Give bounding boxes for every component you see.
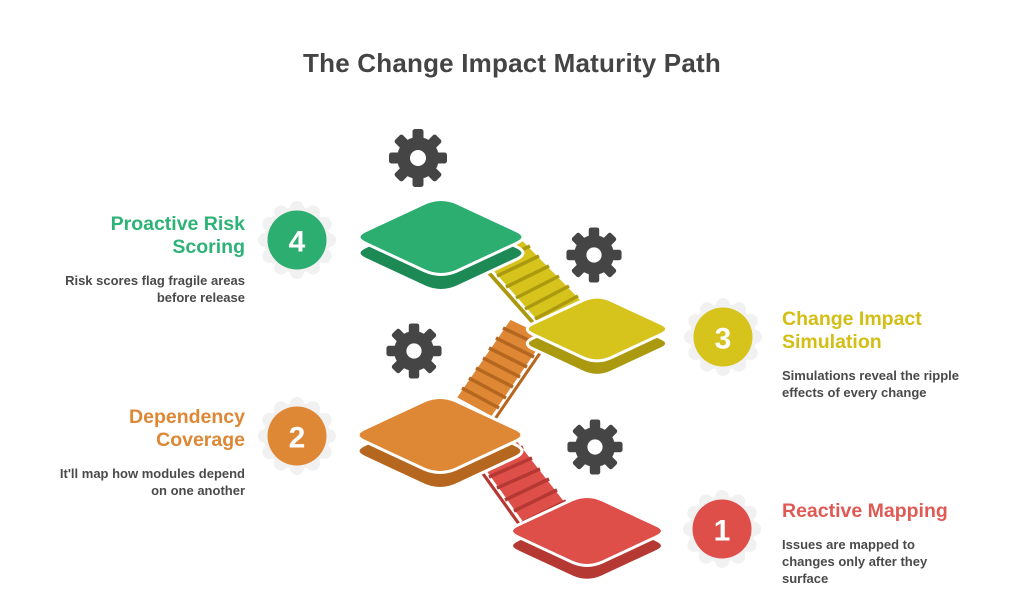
step-number: 3 (715, 323, 732, 356)
step-number: 2 (289, 422, 306, 455)
step-label: Change Impact Simulation (782, 308, 922, 353)
step-description: It'll map how modules depend on one anot… (59, 466, 245, 499)
gear-icon (389, 129, 447, 187)
step-description: Issues are mapped to changes only after … (782, 537, 928, 587)
gear-icon (567, 419, 623, 475)
step-description: Risk scores flag fragile areas before re… (65, 273, 245, 306)
stairs-orange (452, 316, 551, 426)
step-item-4: Proactive Risk Scoring Risk scores flag … (57, 213, 245, 306)
step-number: 4 (289, 226, 306, 259)
step-item-1: Reactive Mapping Issues are mapped to ch… (782, 500, 970, 587)
step-item-2: Dependency Coverage It'll map how module… (57, 406, 245, 499)
step-label: Reactive Mapping (782, 500, 948, 522)
gear-icon (566, 227, 622, 283)
step-item-3: Change Impact Simulation Simulations rev… (782, 308, 970, 401)
step-badge-3: 3 (684, 298, 762, 376)
step-badge-1: 1 (683, 490, 761, 568)
step-badge-4: 4 (258, 201, 336, 279)
step-label: Proactive Risk Scoring (110, 213, 245, 258)
step-badge-2: 2 (258, 397, 336, 475)
step-label: Dependency Coverage (129, 406, 245, 451)
step-number: 1 (714, 515, 731, 548)
page-title: The Change Impact Maturity Path (303, 48, 721, 78)
step-description: Simulations reveal the ripple effects of… (782, 368, 959, 401)
gear-icon (386, 323, 442, 379)
